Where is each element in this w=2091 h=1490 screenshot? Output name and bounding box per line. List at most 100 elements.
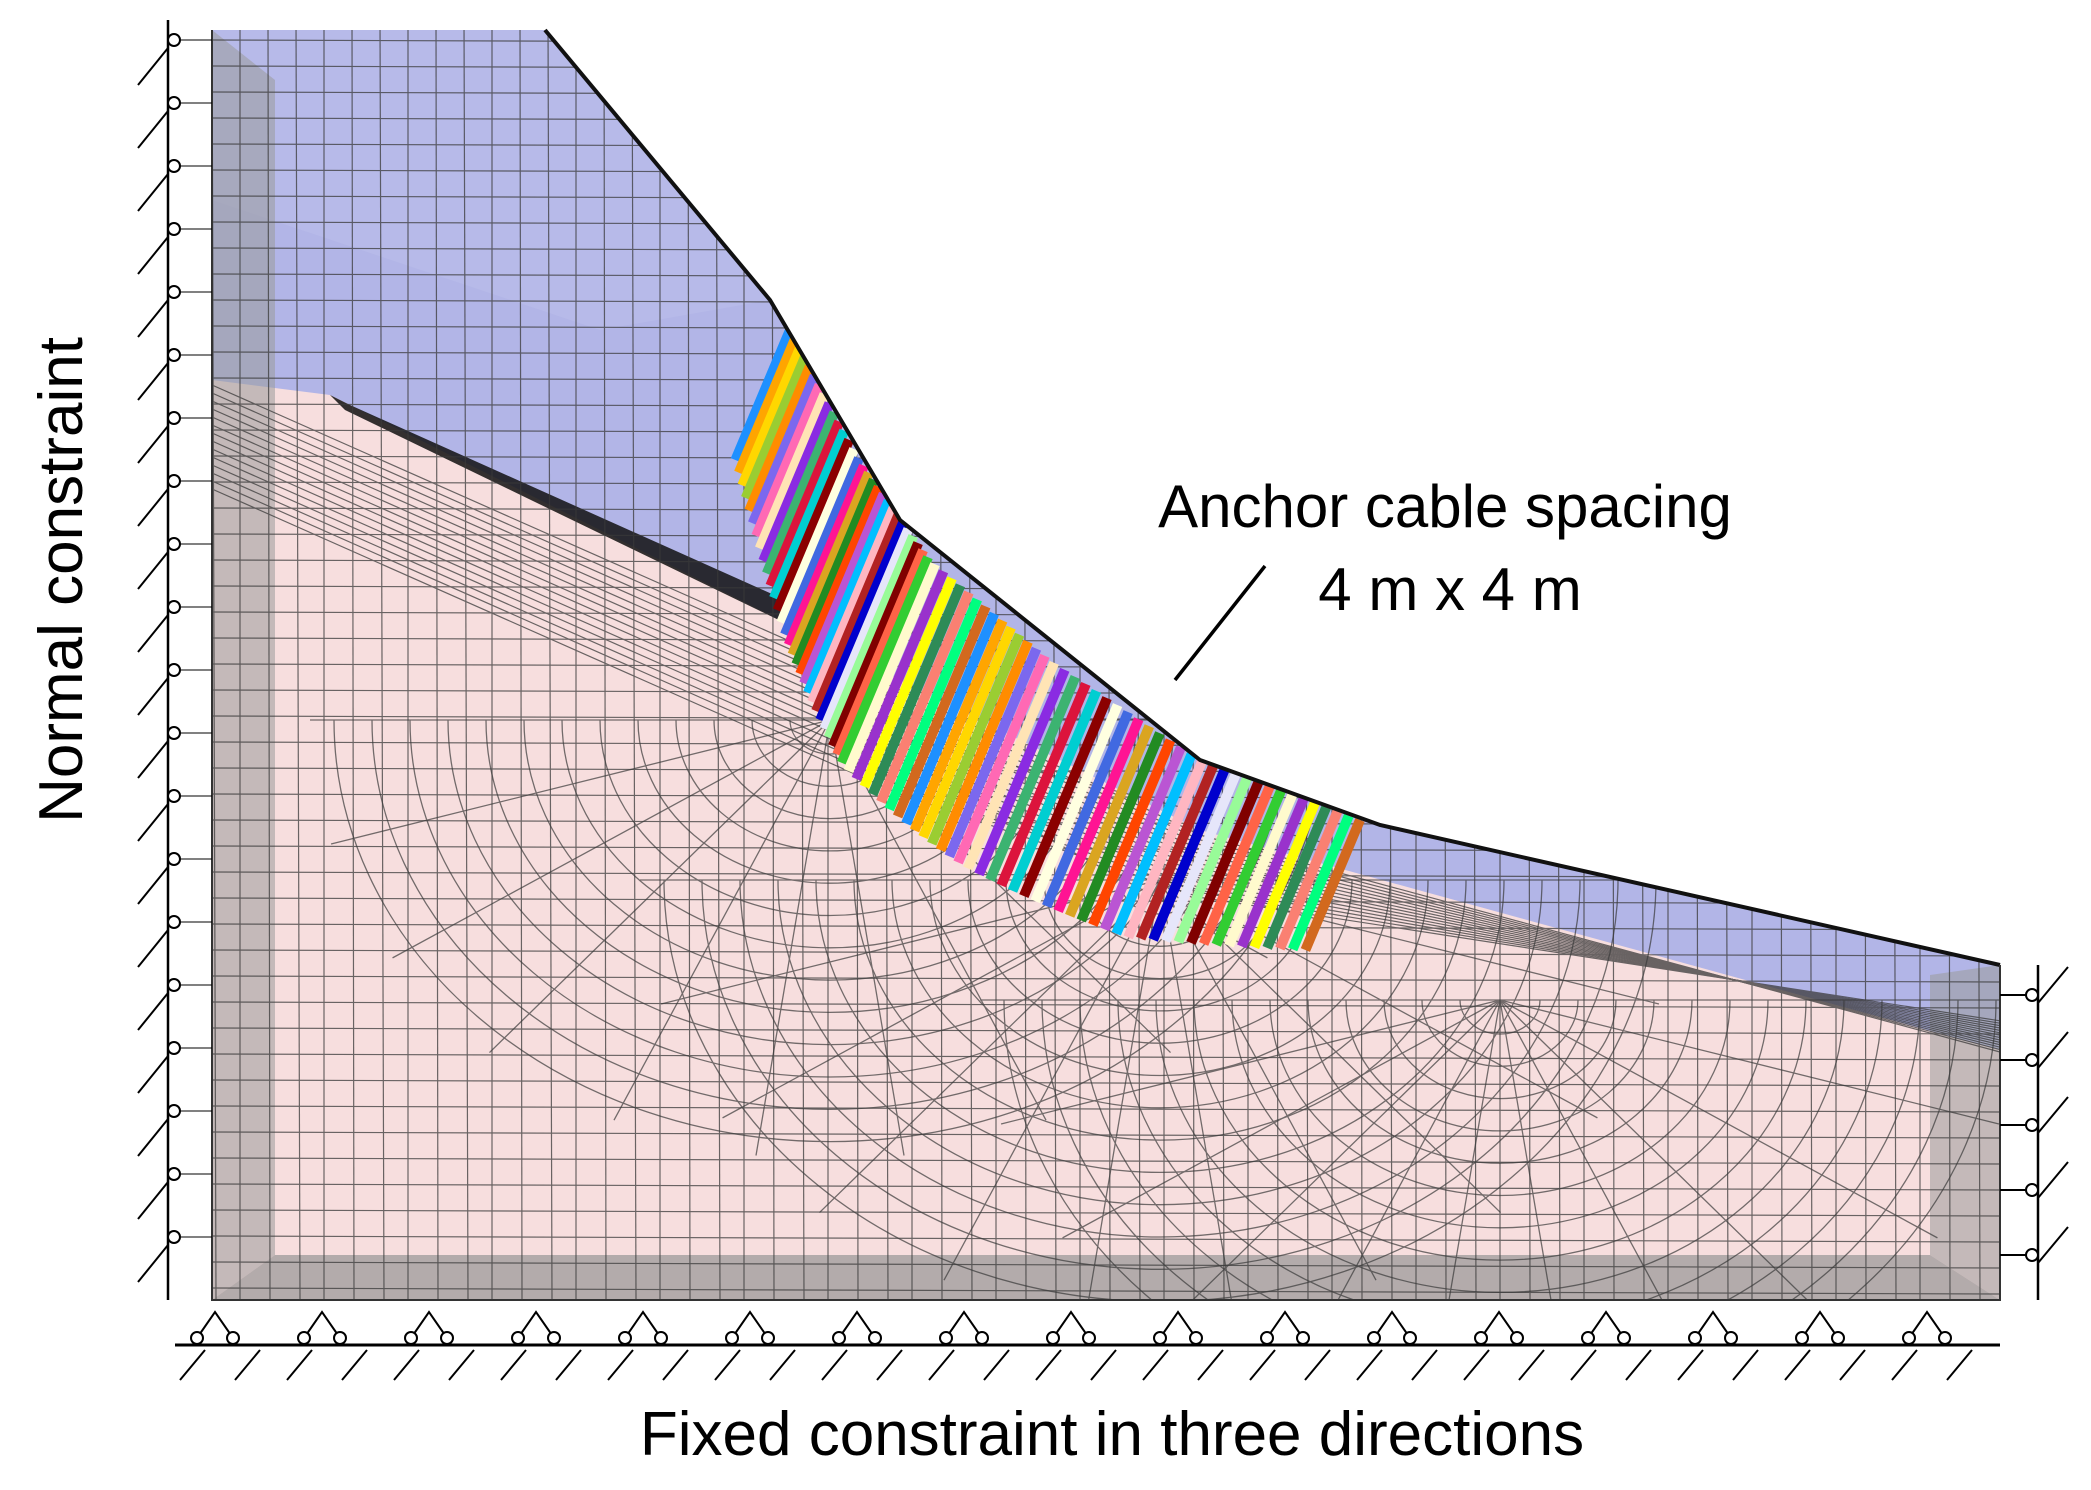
roller-icon bbox=[333, 1331, 347, 1345]
anchor-cable bbox=[799, 491, 889, 686]
roller-icon bbox=[167, 1041, 181, 1055]
mesh-radial-line bbox=[1499, 999, 1938, 1239]
roller-icon bbox=[1082, 1331, 1096, 1345]
roller-icon bbox=[226, 1331, 240, 1345]
anchor-cable bbox=[1111, 752, 1197, 936]
pin-support-icon bbox=[517, 1310, 555, 1339]
hatch-line bbox=[500, 1349, 527, 1381]
roller-icon bbox=[2025, 1248, 2039, 1262]
mesh-arc bbox=[853, 879, 1467, 1141]
roller-icon bbox=[167, 726, 181, 740]
roller-icon bbox=[1902, 1331, 1916, 1345]
roller-icon bbox=[440, 1331, 454, 1345]
roller-icon bbox=[1189, 1331, 1203, 1345]
anchor-cable bbox=[1211, 788, 1286, 947]
mesh-radial-line bbox=[330, 719, 831, 845]
anchor-cable bbox=[1288, 813, 1354, 952]
mesh-line-vertical bbox=[603, 30, 607, 1300]
annotation-label-line2: 4 m x 4 m bbox=[1318, 556, 1581, 623]
roller-icon bbox=[1296, 1331, 1310, 1345]
roller-icon bbox=[975, 1331, 989, 1345]
roller-icon bbox=[618, 1331, 632, 1345]
anchor-cable bbox=[1148, 767, 1230, 942]
hatch-line bbox=[137, 299, 169, 338]
mesh-radial-line bbox=[392, 719, 831, 959]
hatch-line bbox=[1249, 1349, 1276, 1381]
mesh-radial-line bbox=[819, 879, 1161, 1213]
mesh-line-horizontal bbox=[212, 1287, 2000, 1295]
roller-icon bbox=[167, 285, 181, 299]
anchor-cable bbox=[953, 653, 1050, 865]
roller-icon bbox=[1046, 1331, 1060, 1345]
roller-icon bbox=[654, 1331, 668, 1345]
anchor-cable bbox=[769, 428, 849, 601]
mesh-line-horizontal bbox=[212, 1157, 2000, 1165]
anchor-cable bbox=[737, 346, 805, 488]
mesh-line-horizontal bbox=[212, 1261, 2000, 1269]
anchor-cable bbox=[811, 512, 904, 714]
right-roller-supports bbox=[2000, 966, 2069, 1264]
mesh-line-horizontal bbox=[212, 1131, 2000, 1139]
roller-icon bbox=[511, 1331, 525, 1345]
hatch-line bbox=[137, 110, 169, 149]
mesh-line-horizontal bbox=[212, 1053, 2000, 1061]
anchor-cable bbox=[868, 583, 966, 797]
mesh-arc bbox=[739, 879, 1581, 1238]
hatch-line bbox=[137, 740, 169, 779]
anchor-cable bbox=[776, 447, 859, 625]
hatch-line bbox=[1625, 1349, 1652, 1381]
mesh-arc bbox=[815, 879, 1505, 1174]
mesh-arc bbox=[1269, 999, 1731, 1197]
hatch-line bbox=[662, 1349, 689, 1381]
pin-support-icon bbox=[731, 1310, 769, 1339]
mesh-arc bbox=[663, 879, 1657, 1300]
anchor-cable bbox=[780, 456, 864, 637]
hatch-line bbox=[1197, 1349, 1224, 1381]
roller-icon bbox=[167, 159, 181, 173]
roller-icon bbox=[832, 1331, 846, 1345]
roller-icon bbox=[167, 852, 181, 866]
roller-icon bbox=[167, 789, 181, 803]
hatch-line bbox=[341, 1349, 368, 1381]
anchor-cable bbox=[892, 604, 991, 819]
roller-icon bbox=[1581, 1331, 1595, 1345]
mesh-arc bbox=[1383, 999, 1617, 1100]
mesh-radial-line bbox=[1159, 879, 1598, 1119]
mesh-radial-line bbox=[1425, 999, 1501, 1300]
anchor-cable bbox=[974, 667, 1070, 877]
anchor-cable bbox=[1300, 818, 1365, 952]
annotation-leader-line bbox=[1173, 564, 1267, 682]
pin-support-icon bbox=[1480, 1310, 1518, 1339]
pin-support-icon bbox=[196, 1310, 234, 1339]
anchor-cables bbox=[730, 328, 1365, 952]
mesh-arc bbox=[1421, 999, 1579, 1067]
anchor-cable bbox=[1136, 763, 1219, 941]
mesh-radial-line bbox=[1499, 999, 1841, 1300]
roller-icon bbox=[1510, 1331, 1524, 1345]
roller-icon bbox=[167, 1104, 181, 1118]
anchor-cable bbox=[762, 410, 839, 576]
mesh-radial-line bbox=[1000, 999, 1501, 1125]
hatch-line bbox=[137, 1181, 169, 1220]
anchor-cable bbox=[851, 569, 949, 781]
hatch-line bbox=[137, 614, 169, 653]
anchor-cable bbox=[748, 373, 820, 526]
hatch-line bbox=[1304, 1349, 1331, 1381]
pin-support-icon bbox=[1052, 1310, 1090, 1339]
hatch-line bbox=[1677, 1349, 1704, 1381]
hatch-line bbox=[137, 992, 169, 1031]
mesh-line-vertical bbox=[463, 30, 469, 1300]
hatch-line bbox=[448, 1349, 475, 1381]
roller-icon bbox=[2025, 988, 2039, 1002]
roller-icon bbox=[297, 1331, 311, 1345]
bottom-fixed-supports bbox=[179, 1310, 1973, 1381]
anchor-cable bbox=[787, 470, 874, 657]
hatch-line bbox=[393, 1349, 420, 1381]
boundary-zone-left bbox=[212, 30, 275, 1300]
anchor-cable bbox=[819, 527, 913, 731]
anchor-cable bbox=[944, 646, 1042, 859]
pin-support-icon bbox=[1266, 1310, 1304, 1339]
roller-icon bbox=[167, 978, 181, 992]
anchor-cable bbox=[803, 498, 894, 695]
mesh-radial-line bbox=[829, 719, 905, 1156]
